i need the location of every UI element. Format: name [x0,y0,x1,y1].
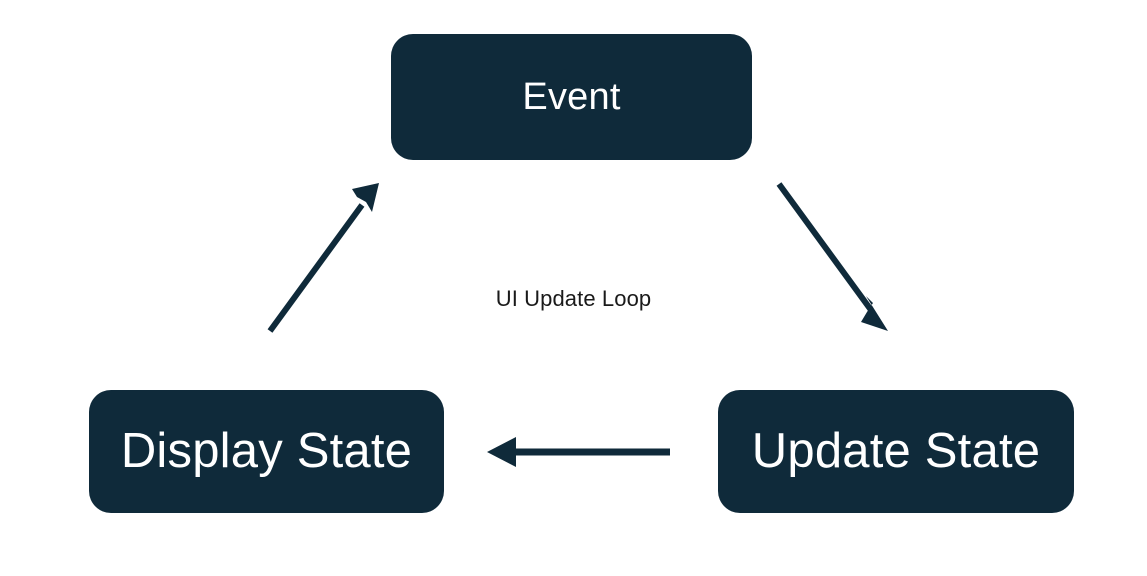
edge-event-to-update-state-arrowhead [861,296,888,331]
edge-event-to-update-state [776,182,888,331]
node-update-state[interactable]: Update State [718,390,1074,513]
node-display-state[interactable]: Display State [89,390,444,513]
loop-caption: UI Update Loop [495,286,652,311]
node-display-state-label: Display State [120,424,413,478]
edge-display-state-to-event-arrowhead [352,183,379,212]
edge-display-state-to-event-line [267,203,365,333]
node-update-state-label: Update State [751,424,1041,478]
edge-display-state-to-event [267,183,379,333]
node-event-label: Event [522,76,621,118]
node-event[interactable]: Event [391,34,752,160]
edge-event-to-update-state-line [776,182,874,312]
edge-update-state-to-display-state-arrowhead [487,437,516,467]
edge-update-state-to-display-state [487,437,670,467]
